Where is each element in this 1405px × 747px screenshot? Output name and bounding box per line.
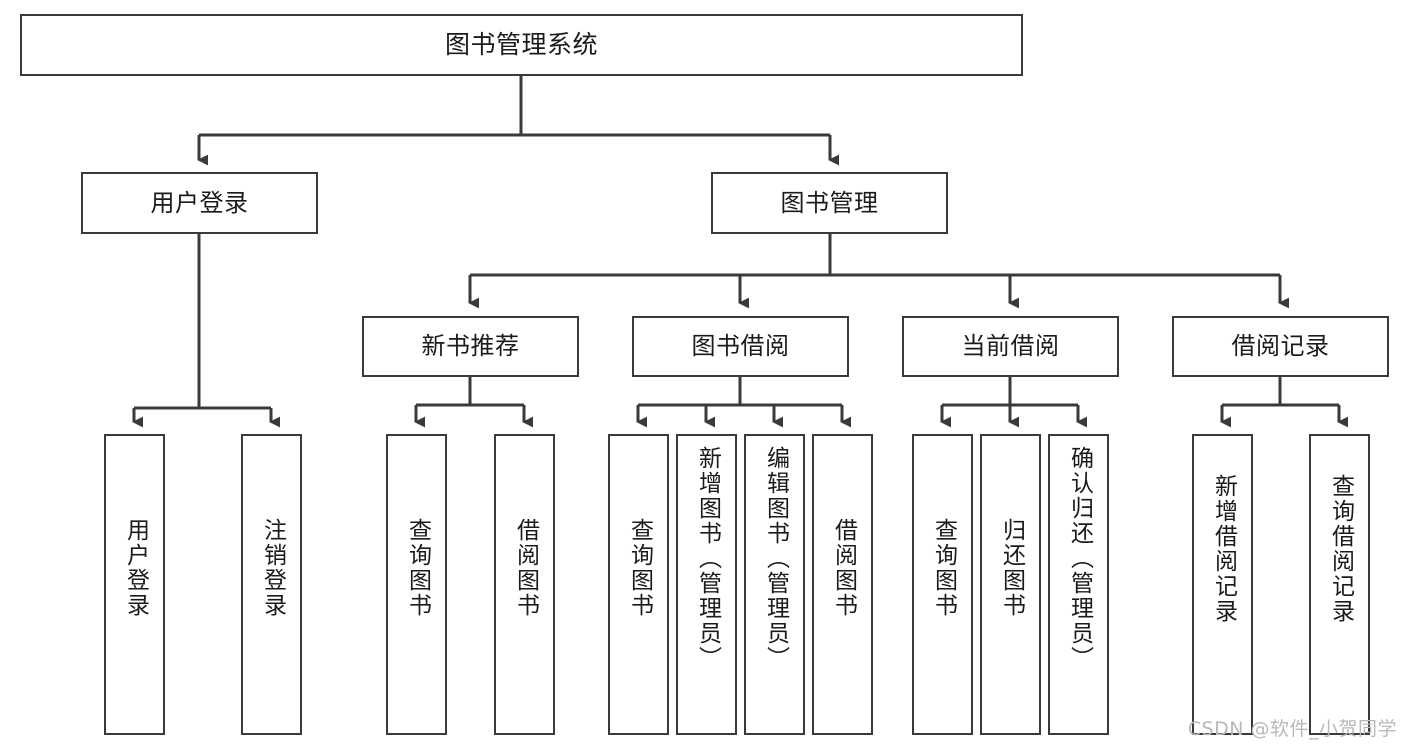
leaf-query-book-recommend[interactable]: 查询图书: [386, 434, 447, 735]
node-book-manage[interactable]: 图书管理: [711, 172, 948, 234]
node-book-borrow[interactable]: 图书借阅: [632, 316, 849, 377]
leaf-edit-book-label: 编辑图书（管理员）: [762, 446, 789, 671]
leaf-query-book-current[interactable]: 查询图书: [912, 434, 973, 735]
leaf-add-borrow-record-label: 新增借阅记录: [1210, 474, 1237, 624]
leaf-edit-book[interactable]: 编辑图书（管理员）: [744, 434, 805, 735]
node-current-borrow-label: 当前借阅: [961, 332, 1060, 361]
leaf-add-book-label: 新增图书（管理员）: [694, 446, 721, 671]
leaf-add-book[interactable]: 新增图书（管理员）: [676, 434, 737, 735]
leaf-query-book-recommend-label: 查询图书: [404, 518, 431, 618]
leaf-return-book-label: 归还图书: [998, 518, 1025, 618]
leaf-query-borrow-record-label: 查询借阅记录: [1327, 474, 1354, 624]
leaf-logout-login-label: 注销登录: [259, 518, 286, 618]
leaf-query-book-borrow[interactable]: 查询图书: [608, 434, 669, 735]
node-user-login-label: 用户登录: [150, 188, 249, 217]
node-book-manage-label: 图书管理: [780, 188, 879, 217]
leaf-confirm-return-label: 确认归还（管理员）: [1066, 446, 1093, 671]
leaf-query-book-borrow-label: 查询图书: [626, 518, 653, 618]
leaf-confirm-return[interactable]: 确认归还（管理员）: [1048, 434, 1109, 735]
node-book-borrow-label: 图书借阅: [691, 332, 790, 361]
leaf-add-borrow-record[interactable]: 新增借阅记录: [1192, 434, 1253, 735]
node-user-login[interactable]: 用户登录: [81, 172, 318, 234]
node-new-book-recommend[interactable]: 新书推荐: [362, 316, 579, 377]
node-borrow-record[interactable]: 借阅记录: [1172, 316, 1389, 377]
leaf-query-borrow-record[interactable]: 查询借阅记录: [1309, 434, 1370, 735]
node-borrow-record-label: 借阅记录: [1231, 332, 1330, 361]
leaf-user-login-label: 用户登录: [122, 518, 149, 618]
node-root-system-label: 图书管理系统: [444, 30, 598, 60]
leaf-borrow-book-label: 借阅图书: [830, 518, 857, 618]
node-new-book-recommend-label: 新书推荐: [421, 332, 520, 361]
leaf-borrow-book-recommend[interactable]: 借阅图书: [494, 434, 555, 735]
node-root-system[interactable]: 图书管理系统: [20, 14, 1023, 76]
leaf-query-book-current-label: 查询图书: [930, 518, 957, 618]
leaf-user-login[interactable]: 用户登录: [104, 434, 165, 735]
leaf-borrow-book-recommend-label: 借阅图书: [512, 518, 539, 618]
node-current-borrow[interactable]: 当前借阅: [902, 316, 1119, 377]
leaf-return-book[interactable]: 归还图书: [980, 434, 1041, 735]
leaf-logout-login[interactable]: 注销登录: [241, 434, 302, 735]
leaf-borrow-book[interactable]: 借阅图书: [812, 434, 873, 735]
